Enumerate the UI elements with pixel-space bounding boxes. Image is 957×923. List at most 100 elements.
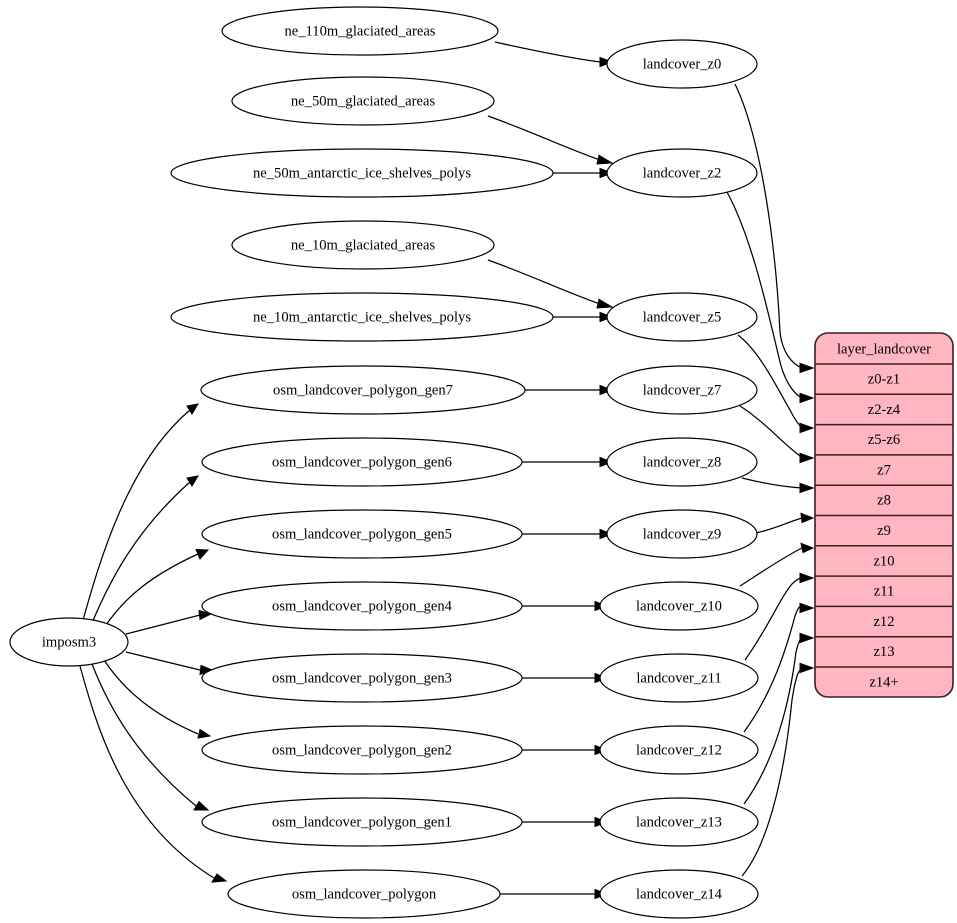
edge-z8-to-row-z8 bbox=[741, 477, 815, 494]
edge-imposm3-to-gen7 bbox=[82, 403, 199, 621]
node-ne_10m_antarctic_ice_shelves_polys[interactable]: ne_10m_antarctic_ice_shelves_polys bbox=[170, 292, 554, 342]
edge-z2-to-row-z2z4 bbox=[726, 191, 815, 404]
table-row-label[interactable]: z7 bbox=[877, 462, 891, 478]
node-landcover_z8[interactable]: landcover_z8 bbox=[606, 437, 758, 487]
table-row-label[interactable]: z12 bbox=[873, 614, 894, 630]
edge-imposm3-to-polygon bbox=[79, 665, 228, 883]
node-ne_50m_glaciated_areas[interactable]: ne_50m_glaciated_areas bbox=[231, 76, 495, 126]
natural-earth-node-group: ne_110m_glaciated_areas ne_50m_glaciated… bbox=[170, 6, 554, 342]
node-label: osm_landcover_polygon bbox=[292, 886, 437, 902]
node-label: landcover_z13 bbox=[636, 814, 722, 830]
edge-imposm3-to-gen4 bbox=[125, 609, 213, 635]
edge-z5-to-row-z5z6 bbox=[737, 334, 815, 434]
edge-z9-to-row-z9 bbox=[749, 512, 815, 535]
edge-ne50glac-to-z2 bbox=[487, 115, 614, 165]
edge-gen2-to-z12 bbox=[522, 744, 609, 756]
node-label: landcover_z5 bbox=[643, 309, 722, 325]
node-osm_landcover_polygon[interactable]: osm_landcover_polygon bbox=[227, 869, 501, 919]
edge-ne110-to-z0 bbox=[494, 41, 614, 68]
node-label: osm_landcover_polygon_gen3 bbox=[272, 670, 452, 686]
table-row-label[interactable]: z5-z6 bbox=[868, 432, 900, 448]
edge-imposm3-to-gen5 bbox=[103, 548, 210, 629]
edge-ne10ant-to-z5 bbox=[553, 311, 614, 323]
landcover-node-group: landcover_z0 landcover_z2 landcover_z5 l… bbox=[599, 39, 759, 919]
table-row-label[interactable]: z2-z4 bbox=[868, 402, 901, 418]
node-osm_landcover_polygon_gen7[interactable]: osm_landcover_polygon_gen7 bbox=[200, 365, 526, 415]
node-label: landcover_z2 bbox=[643, 165, 722, 181]
node-osm_landcover_polygon_gen1[interactable]: osm_landcover_polygon_gen1 bbox=[201, 797, 523, 847]
layer-landcover-table[interactable]: layer_landcover z0-z1 z2-z4 z5-z6 z7 z8 z9 z10… bbox=[814, 332, 954, 698]
node-label: osm_landcover_polygon_gen5 bbox=[272, 526, 452, 542]
node-label: landcover_z11 bbox=[636, 670, 721, 686]
node-label: landcover_z10 bbox=[636, 598, 722, 614]
node-label: landcover_z14 bbox=[636, 886, 723, 902]
node-landcover_z14[interactable]: landcover_z14 bbox=[599, 869, 759, 919]
node-landcover_z0[interactable]: landcover_z0 bbox=[606, 39, 758, 89]
table-row-label[interactable]: z14+ bbox=[869, 674, 898, 690]
node-landcover_z2[interactable]: landcover_z2 bbox=[606, 148, 758, 198]
node-label: ne_10m_glaciated_areas bbox=[291, 237, 436, 253]
node-label: imposm3 bbox=[42, 634, 96, 650]
edge-gen6-to-z8 bbox=[522, 456, 614, 468]
edge-gen4-to-z10 bbox=[522, 600, 609, 612]
node-ne_10m_glaciated_areas[interactable]: ne_10m_glaciated_areas bbox=[231, 220, 495, 270]
node-landcover_z13[interactable]: landcover_z13 bbox=[599, 797, 759, 847]
node-landcover_z10[interactable]: landcover_z10 bbox=[599, 581, 759, 631]
edge-z10-to-row-z10 bbox=[739, 542, 815, 587]
node-landcover_z12[interactable]: landcover_z12 bbox=[599, 725, 759, 775]
edge-ne50ant-to-z2 bbox=[553, 167, 614, 179]
edge-z7-to-row-z7 bbox=[739, 405, 815, 464]
edge-ne10glac-to-z5 bbox=[487, 259, 614, 309]
node-label: landcover_z8 bbox=[643, 454, 722, 470]
table-row-label[interactable]: z9 bbox=[877, 523, 891, 539]
edge-z13-to-row-z13 bbox=[743, 632, 815, 805]
table-rows: z0-z1 z2-z4 z5-z6 z7 z8 z9 z10 z11 z12 z13 z14+ bbox=[815, 363, 953, 690]
node-imposm3[interactable]: imposm3 bbox=[9, 617, 129, 667]
node-label: landcover_z0 bbox=[643, 56, 722, 72]
edge-imposm3-to-gen6 bbox=[91, 475, 199, 624]
node-label: ne_10m_antarctic_ice_shelves_polys bbox=[253, 309, 471, 325]
node-ne_50m_antarctic_ice_shelves_polys[interactable]: ne_50m_antarctic_ice_shelves_polys bbox=[170, 148, 554, 198]
table-row-label[interactable]: z13 bbox=[873, 644, 894, 660]
node-landcover_z9[interactable]: landcover_z9 bbox=[606, 509, 758, 559]
edge-gen3-to-z11 bbox=[522, 672, 609, 684]
edge-z14-to-row-z14plus bbox=[741, 662, 815, 877]
edge-gen5-to-z9 bbox=[522, 528, 614, 540]
node-landcover_z11[interactable]: landcover_z11 bbox=[599, 653, 759, 703]
edge-gen1-to-z13 bbox=[522, 816, 609, 828]
node-osm_landcover_polygon_gen6[interactable]: osm_landcover_polygon_gen6 bbox=[201, 437, 523, 487]
node-osm_landcover_polygon_gen5[interactable]: osm_landcover_polygon_gen5 bbox=[201, 509, 523, 559]
table-row-label[interactable]: z11 bbox=[874, 584, 895, 600]
edge-imposm3-to-gen1 bbox=[91, 663, 210, 811]
osm-node-group: osm_landcover_polygon_gen7 osm_landcover… bbox=[200, 365, 526, 919]
node-label: landcover_z9 bbox=[643, 526, 722, 542]
edge-imposm3-to-gen2 bbox=[103, 659, 212, 739]
node-label: ne_50m_antarctic_ice_shelves_polys bbox=[253, 165, 471, 181]
node-landcover_z5[interactable]: landcover_z5 bbox=[606, 292, 758, 342]
node-label: landcover_z7 bbox=[643, 382, 722, 398]
node-label: osm_landcover_polygon_gen4 bbox=[272, 598, 453, 614]
table-header-label: layer_landcover bbox=[837, 341, 931, 357]
edge-polygon-to-z14 bbox=[500, 888, 609, 900]
node-label: landcover_z12 bbox=[636, 742, 722, 758]
node-ne_110m_glaciated_areas[interactable]: ne_110m_glaciated_areas bbox=[221, 6, 499, 56]
node-landcover_z7[interactable]: landcover_z7 bbox=[606, 365, 758, 415]
node-label: osm_landcover_polygon_gen2 bbox=[272, 742, 452, 758]
edge-z12-to-row-z12 bbox=[743, 602, 815, 733]
node-label: ne_110m_glaciated_areas bbox=[284, 23, 435, 39]
table-row-label[interactable]: z8 bbox=[877, 493, 891, 509]
node-label: osm_landcover_polygon_gen6 bbox=[272, 454, 452, 470]
node-label: osm_landcover_polygon_gen7 bbox=[273, 382, 453, 398]
node-osm_landcover_polygon_gen3[interactable]: osm_landcover_polygon_gen3 bbox=[201, 653, 523, 703]
node-label: ne_50m_glaciated_areas bbox=[291, 93, 436, 109]
edge-z0-to-row-z0z1 bbox=[734, 83, 815, 374]
table-row-label[interactable]: z10 bbox=[873, 553, 894, 569]
edge-z11-to-row-z11 bbox=[744, 572, 815, 661]
node-osm_landcover_polygon_gen4[interactable]: osm_landcover_polygon_gen4 bbox=[201, 581, 523, 631]
table-row-label[interactable]: z0-z1 bbox=[868, 371, 900, 387]
node-osm_landcover_polygon_gen2[interactable]: osm_landcover_polygon_gen2 bbox=[201, 725, 523, 775]
edge-gen7-to-z7 bbox=[525, 384, 614, 396]
node-label: osm_landcover_polygon_gen1 bbox=[272, 814, 452, 830]
